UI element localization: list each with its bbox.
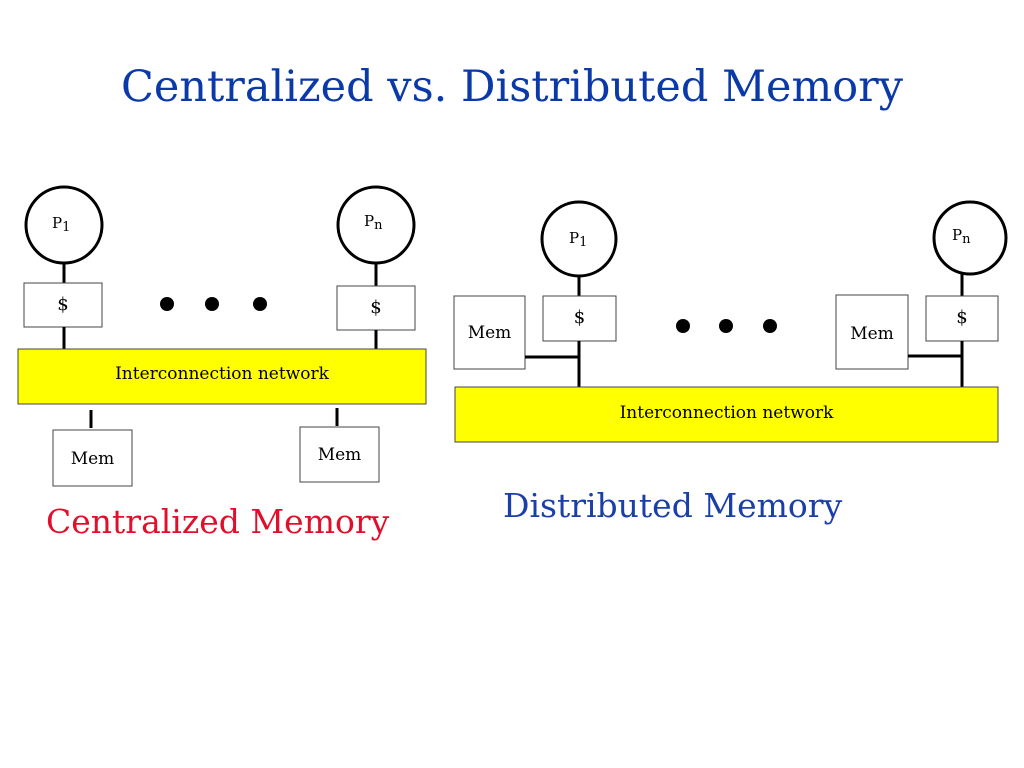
processor-subscript: 1	[579, 235, 588, 250]
centralized-network-label: Interconnection network	[115, 364, 329, 384]
distributed-network-label: Interconnection network	[619, 403, 834, 423]
distributed-processor-1-label: P1	[569, 229, 587, 250]
distributed-ellipsis-dot	[763, 319, 777, 333]
processor-letter: P	[364, 212, 375, 230]
centralized-memory-1	[52, 429, 133, 487]
centralized-ellipsis-dot	[253, 297, 267, 311]
distributed-memory-n-label: Mem	[850, 324, 894, 344]
centralized-diagram	[17, 185, 427, 487]
distributed-processor-n	[932, 200, 1008, 276]
centralized-network	[17, 348, 427, 405]
centralized-ellipsis-dot	[160, 297, 174, 311]
centralized-memory-1-label: Mem	[70, 449, 115, 469]
distributed-memory-1	[453, 295, 526, 370]
distributed-memory-1-label: Mem	[467, 323, 512, 343]
centralized-memory-2	[299, 426, 380, 483]
distributed-cache-n-label: $	[956, 307, 968, 328]
processor-letter: P	[52, 214, 63, 232]
processor-letter: P	[569, 229, 580, 247]
centralized-caption: Centralized Memory	[46, 502, 390, 541]
centralized-memory-2-label: Mem	[317, 445, 362, 465]
distributed-diagram	[453, 200, 1008, 443]
processor-letter: P	[952, 226, 963, 244]
slide-title: Centralized vs. Distributed Memory	[120, 62, 904, 112]
centralized-cache-1	[23, 282, 103, 328]
centralized-cache-1-label: $	[57, 294, 69, 315]
distributed-cache-n	[925, 295, 999, 342]
distributed-caption: Distributed Memory	[503, 486, 843, 525]
centralized-processor-1-label: P1	[52, 214, 70, 235]
processor-subscript: n	[374, 218, 383, 233]
distributed-network	[454, 386, 999, 443]
distributed-processor-n-label: Pn	[952, 226, 970, 247]
centralized-cache-n	[336, 285, 416, 331]
distributed-cache-1	[542, 295, 617, 342]
distributed-ellipsis-dot	[719, 319, 733, 333]
distributed-memory-n	[835, 294, 909, 370]
centralized-cache-n-label: $	[370, 297, 382, 318]
processor-subscript: 1	[62, 220, 71, 235]
centralized-ellipsis-dot	[205, 297, 219, 311]
distributed-cache-1-label: $	[573, 307, 586, 328]
centralized-processor-n-label: Pn	[364, 212, 382, 233]
distributed-ellipsis-dot	[676, 319, 690, 333]
processor-subscript: n	[962, 232, 971, 247]
